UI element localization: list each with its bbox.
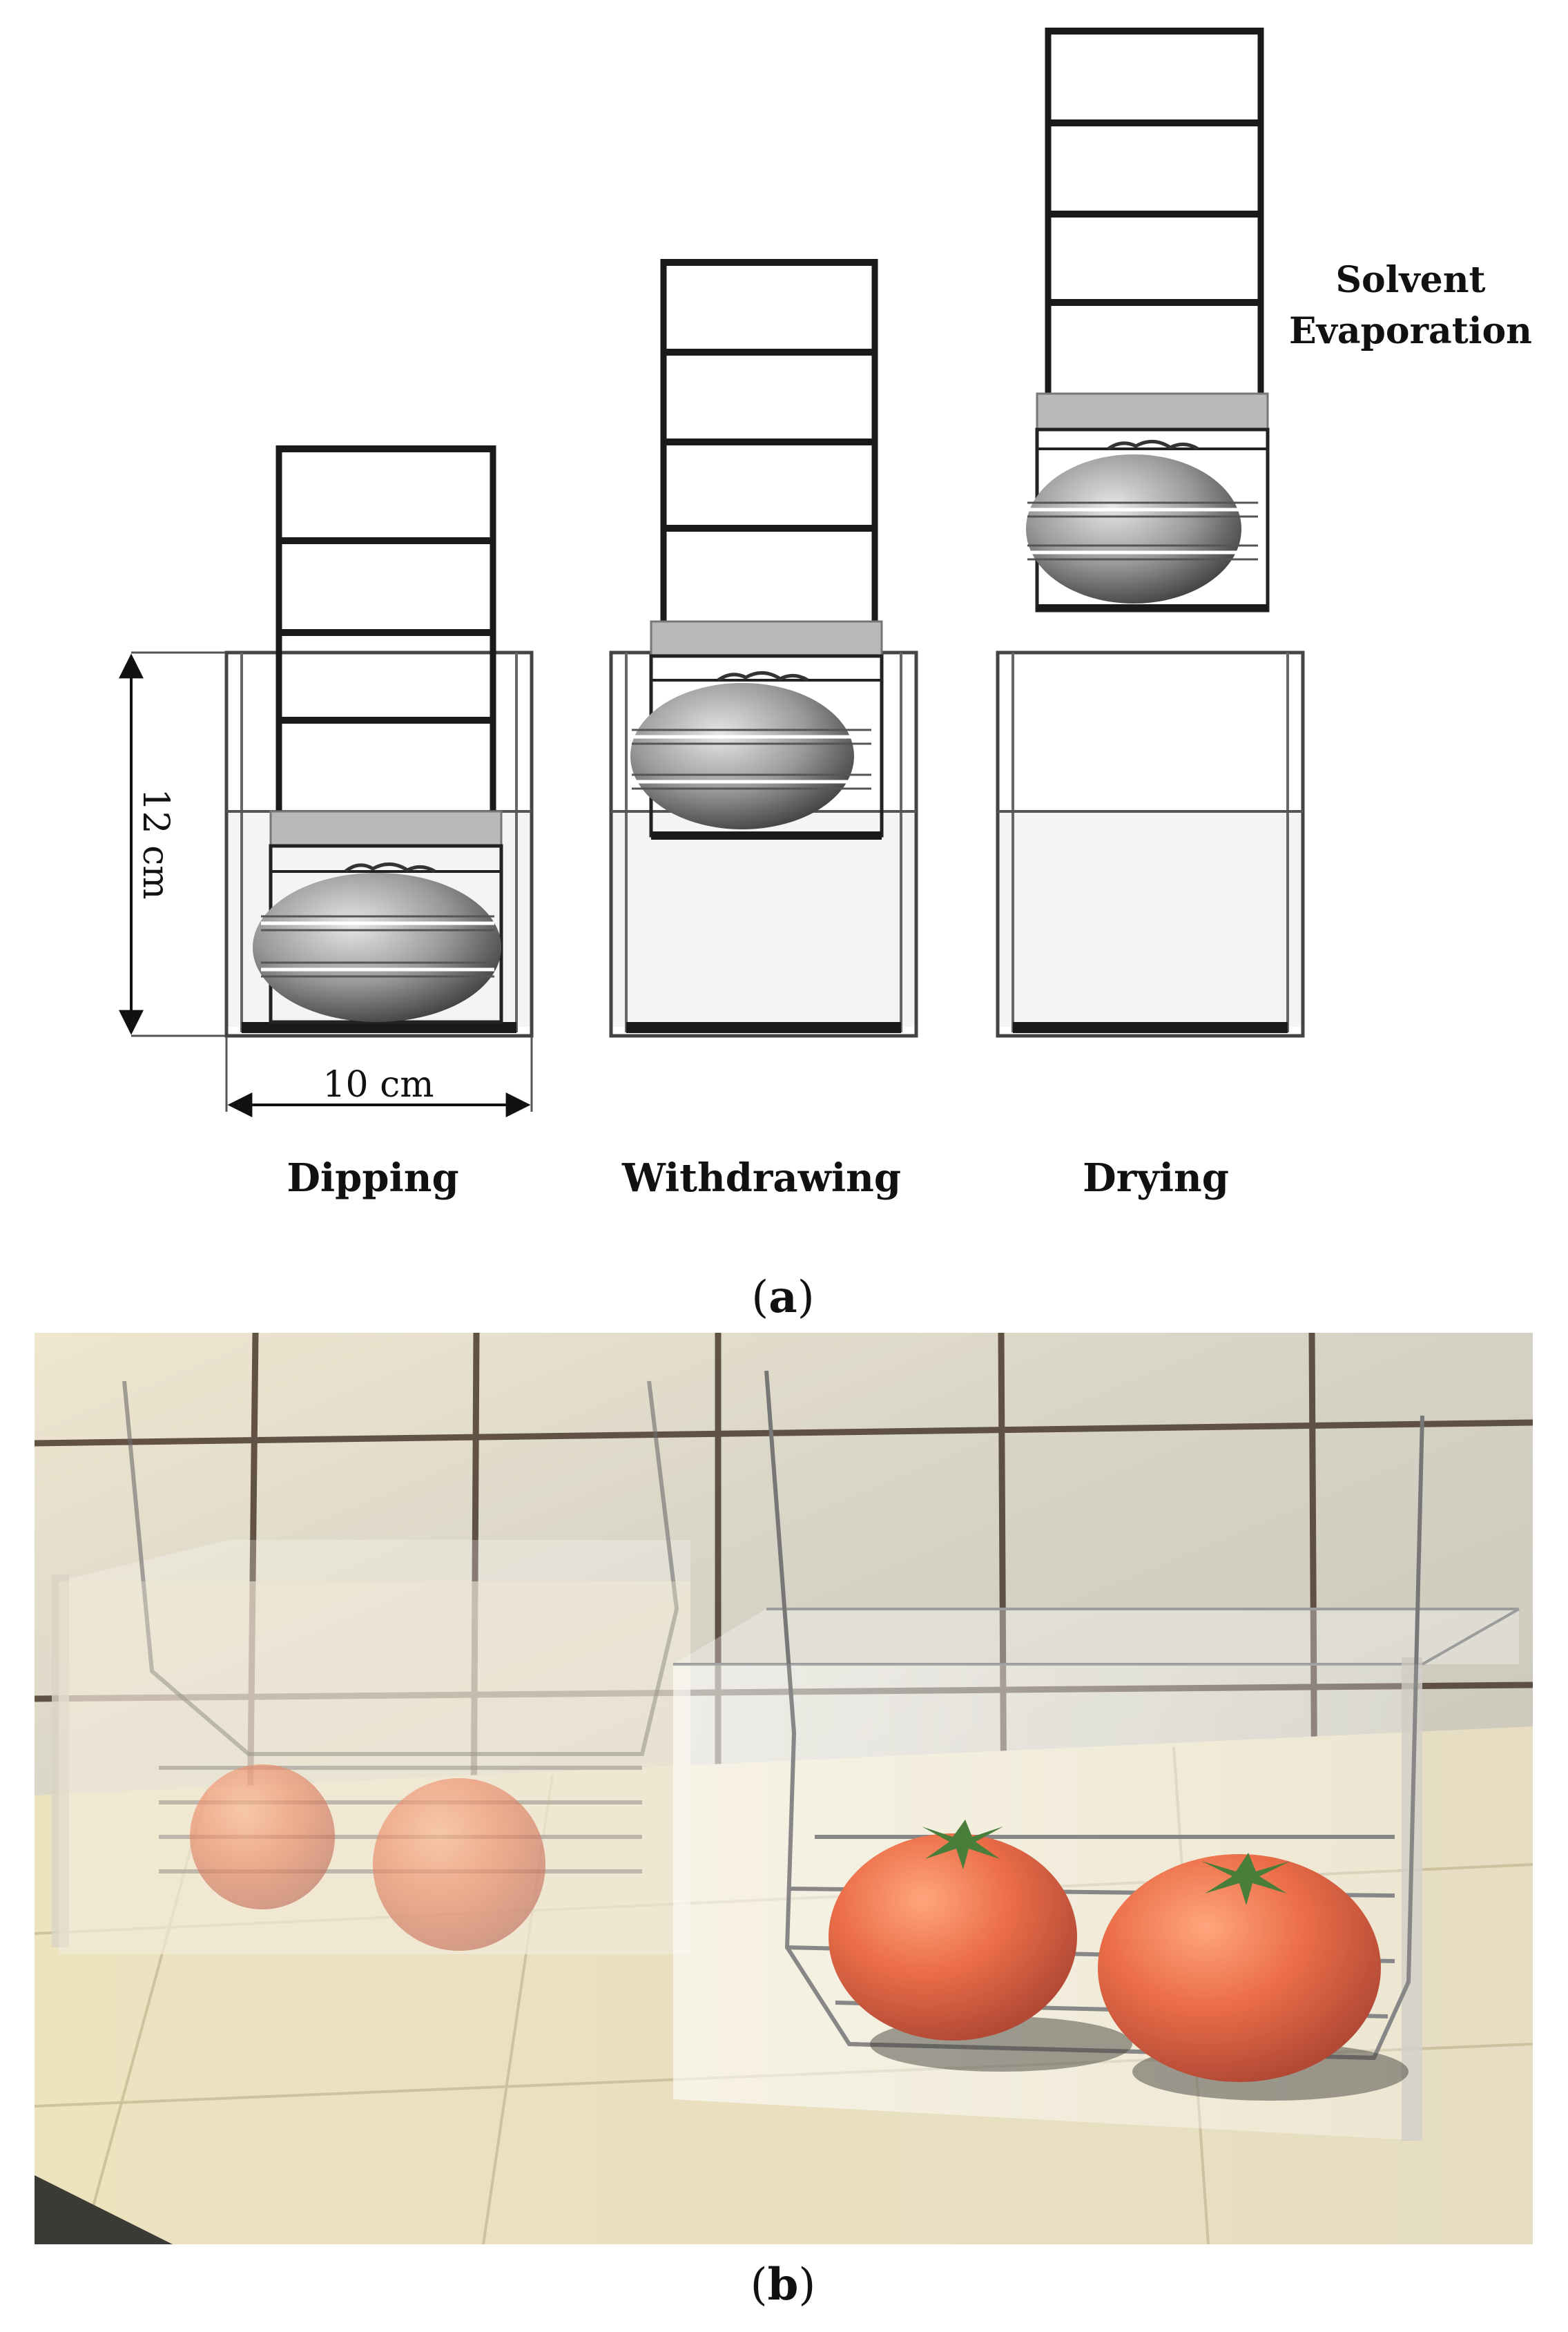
dipping-apparatus (224, 445, 534, 1038)
panel-a-diagram: 12 cm 10 cm (119, 28, 1532, 1201)
tomato-stem (922, 1820, 1290, 1905)
render-container-right (673, 1370, 1520, 2141)
panel-label-a: (a) (751, 1271, 814, 1323)
container (224, 651, 534, 1038)
tray (269, 810, 503, 847)
dimension-width-label: 10 cm (322, 1064, 434, 1106)
tomato-red (190, 1764, 335, 1909)
tomato-grey (1026, 454, 1241, 604)
render-container-left (52, 1380, 690, 1954)
tomato-red (1098, 1854, 1381, 2082)
annotation-solvent: Solvent (1335, 259, 1485, 301)
tomato-grey (253, 873, 501, 1022)
stage-label-dipping: Dipping (287, 1155, 458, 1201)
drying-apparatus (996, 28, 1305, 1038)
tomato-red (373, 1778, 545, 1951)
dimension-width (225, 1037, 533, 1117)
dimension-height (119, 651, 225, 1037)
dimension-height-label: 12 cm (135, 788, 176, 899)
annotation-evaporation: Evaporation (1289, 310, 1532, 352)
tomato-grey (630, 683, 854, 829)
container-base (242, 1022, 516, 1033)
panel-b-render (35, 1333, 1533, 2244)
stage-label-drying: Drying (1083, 1155, 1229, 1201)
ladder-rack (275, 445, 496, 811)
ladder-rack (660, 259, 878, 621)
panel-label-b: (b) (751, 2259, 816, 2311)
withdrawing-apparatus (609, 259, 918, 1038)
stage-label-withdrawing: Withdrawing (621, 1155, 901, 1201)
ladder-rack (1045, 28, 1264, 394)
tomato-red (829, 1833, 1077, 2041)
